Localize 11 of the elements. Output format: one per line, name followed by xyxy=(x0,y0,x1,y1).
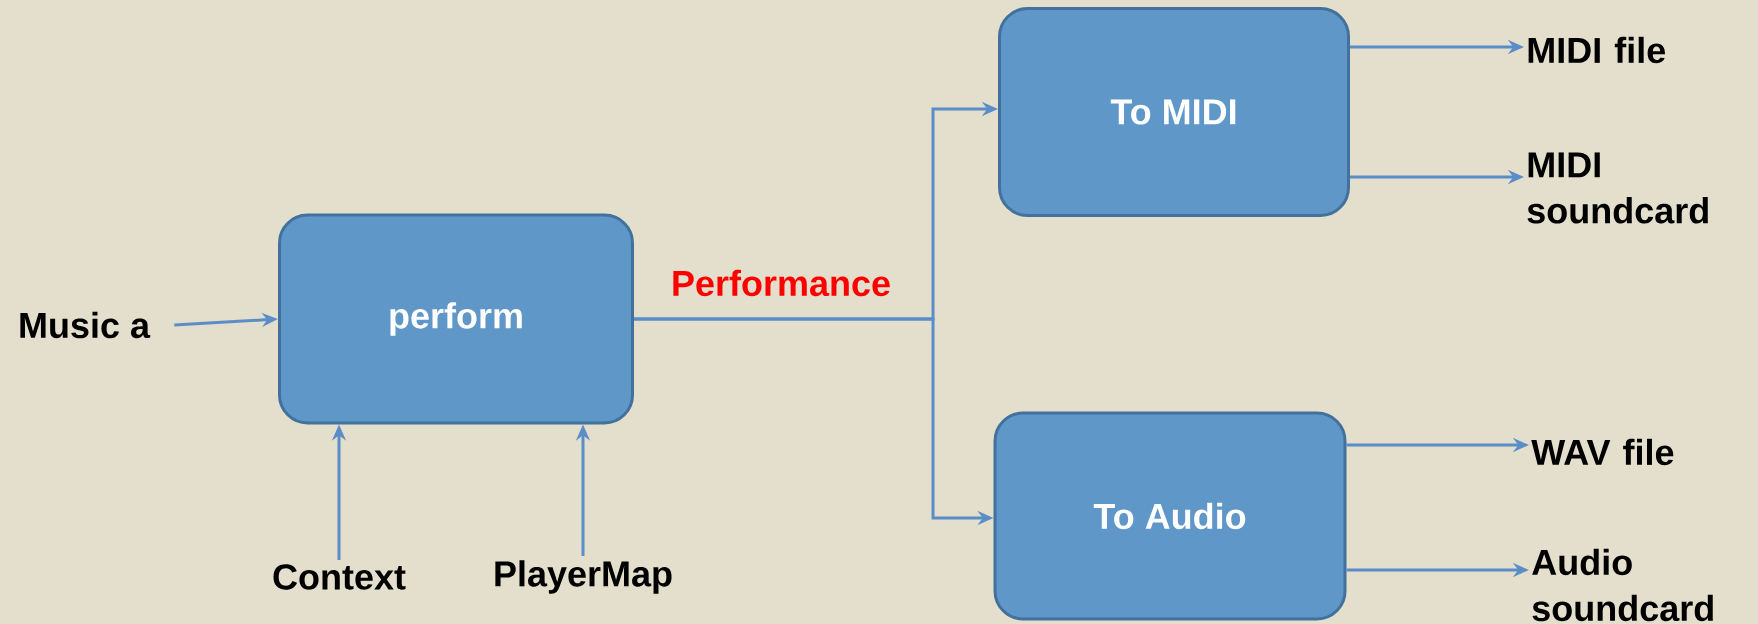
process-box: To MIDI xyxy=(998,7,1350,217)
output-label: MIDI soundcard xyxy=(1527,152,1708,224)
input-label: Context xyxy=(273,564,406,590)
process-box: To Audio xyxy=(993,411,1347,621)
process-box: perform xyxy=(278,213,634,425)
edge-label: Performance xyxy=(668,267,894,299)
input-label: PlayerMap xyxy=(495,560,672,594)
input-label: Music a xyxy=(20,311,151,339)
output-label: MIDI file xyxy=(1528,36,1665,64)
output-label: WAV file xyxy=(1531,438,1674,466)
output-label: Audio soundcard xyxy=(1532,548,1713,622)
